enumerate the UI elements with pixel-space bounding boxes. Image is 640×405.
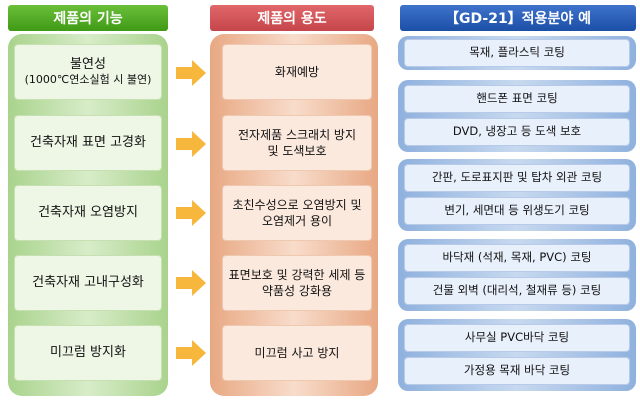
example-item: 가정용 목재 바닥 코팅 <box>404 357 630 385</box>
usage-label: 초친수성으로 오염방지 및 <box>232 197 362 212</box>
example-label: 목재, 플라스틱 코팅 <box>469 45 565 60</box>
arrow-right-icon <box>176 200 206 226</box>
function-label: 건축자재 고내구성화 <box>32 275 144 291</box>
function-box-5: 미끄럼 방지화 <box>14 325 162 381</box>
usage-label: 전자제품 스크래치 방지 <box>237 127 357 142</box>
example-label: 사무실 PVC바닥 코팅 <box>464 330 570 345</box>
example-label: 바닥재 (석재, 목재, PVC) 코팅 <box>442 250 592 265</box>
arrow-right-icon <box>176 131 206 157</box>
function-label: 건축자재 오염방지 <box>38 205 138 221</box>
example-label: 건물 외벽 (대리석, 철재류 등) 코팅 <box>432 283 602 298</box>
example-label: 변기, 세면대 등 위생도기 코팅 <box>444 203 590 218</box>
function-box-2: 건축자재 표면 고경화 <box>14 115 162 171</box>
examples-header: 【GD-21】적용분야 예 <box>400 5 636 31</box>
example-label: 간판, 도로표지판 및 탑차 외관 코팅 <box>431 170 603 185</box>
usage-box-1: 화재예방 <box>222 44 372 100</box>
usage-label: 및 도색보호 <box>267 144 327 158</box>
example-item: 바닥재 (석재, 목재, PVC) 코팅 <box>404 244 630 272</box>
example-item: 변기, 세면대 등 위생도기 코팅 <box>404 197 630 225</box>
usage-box-3: 초친수성으로 오염방지 및 오염제거 용이 <box>222 185 372 241</box>
arrow-right-icon <box>176 60 206 86</box>
example-item: 목재, 플라스틱 코팅 <box>404 39 630 67</box>
usage-box-2: 전자제품 스크래치 방지 및 도색보호 <box>222 115 372 171</box>
usage-box-4: 표면보호 및 강력한 세제 등 약품성 강화용 <box>222 255 372 311</box>
usage-label: 오염제거 용이 <box>261 214 333 228</box>
example-item: 건물 외벽 (대리석, 철재류 등) 코팅 <box>404 277 630 305</box>
function-label: 건축자재 표면 고경화 <box>30 135 146 151</box>
usage-label: 표면보호 및 강력한 세제 등 <box>228 267 366 282</box>
example-label: 핸드폰 표면 코팅 <box>476 91 558 106</box>
example-item: DVD, 냉장고 등 도색 보호 <box>404 118 630 146</box>
usage-box-5: 미끄럼 사고 방지 <box>222 325 372 381</box>
function-header: 제품의 기능 <box>8 5 168 31</box>
function-label: 불연성 <box>70 56 106 72</box>
usage-label: 미끄럼 사고 방지 <box>254 345 340 360</box>
function-box-3: 건축자재 오염방지 <box>14 185 162 241</box>
function-box-1: 불연성 (1000℃연소실험 시 불연) <box>14 44 162 100</box>
example-label: 가정용 목재 바닥 코팅 <box>463 363 571 378</box>
example-item: 핸드폰 표면 코팅 <box>404 85 630 113</box>
usage-label: 약품성 강화용 <box>261 284 333 298</box>
example-label: DVD, 냉장고 등 도색 보호 <box>452 124 582 139</box>
arrow-right-icon <box>176 340 206 366</box>
example-item: 간판, 도로표지판 및 탑차 외관 코팅 <box>404 164 630 192</box>
arrow-right-icon <box>176 270 206 296</box>
usage-label: 화재예방 <box>274 64 320 79</box>
example-item: 사무실 PVC바닥 코팅 <box>404 324 630 352</box>
function-label: 미끄럼 방지화 <box>50 345 126 361</box>
function-sublabel: (1000℃연소실험 시 불연) <box>24 73 152 87</box>
function-box-4: 건축자재 고내구성화 <box>14 255 162 311</box>
usage-header: 제품의 용도 <box>210 5 374 31</box>
